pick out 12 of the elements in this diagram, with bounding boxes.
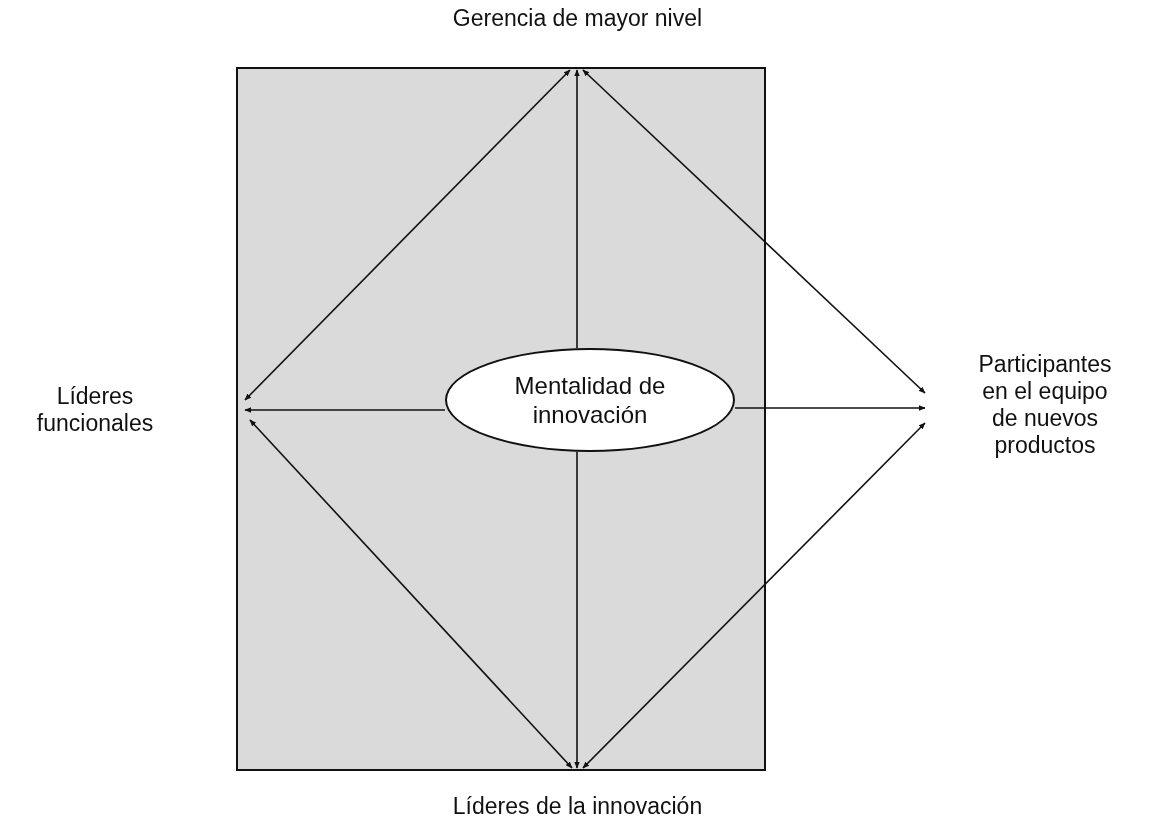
arrow <box>574 69 580 349</box>
arrow <box>244 69 571 401</box>
arrow <box>734 405 926 411</box>
arrow <box>244 407 446 413</box>
arrow <box>582 422 926 769</box>
role-label: Gerencia de mayor nivel <box>390 5 765 68</box>
role-label: Líderes de la innovación <box>390 770 765 820</box>
role-label: Participantes en el equipo de nuevos productos <box>925 330 1165 480</box>
arrow <box>582 69 926 394</box>
role-label: Líderes funcionales <box>15 360 245 460</box>
arrow <box>574 451 580 769</box>
arrow <box>249 419 573 769</box>
